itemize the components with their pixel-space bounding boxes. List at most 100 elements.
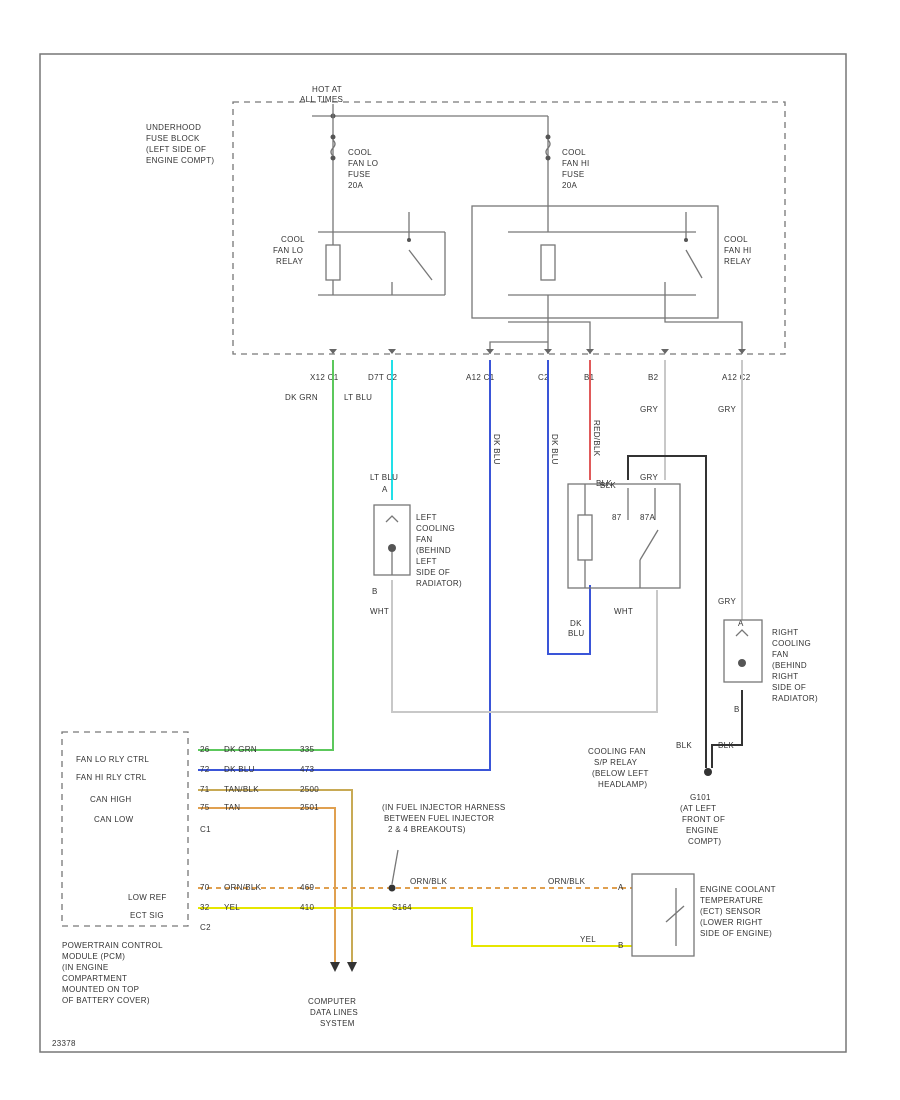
fuse-block-outline [232,101,786,355]
svg-text:GRY: GRY [640,405,658,414]
svg-text:20A: 20A [562,181,577,190]
svg-text:DK BLU: DK BLU [550,434,559,465]
svg-text:ORN/BLK: ORN/BLK [548,877,586,886]
svg-text:FAN LO: FAN LO [348,159,378,168]
svg-text:A12 C2: A12 C2 [722,373,751,382]
svg-text:(LOWER RIGHT: (LOWER RIGHT [700,918,763,927]
svg-text:LT BLU: LT BLU [370,473,398,482]
svg-text:COOLING FAN: COOLING FAN [588,747,646,756]
connector-labels: X12 C1 D7T C2 A12 C1 C2 B1 B2 A12 C2 [310,373,751,382]
svg-text:87A: 87A [640,513,655,522]
connector-markers [329,349,746,354]
svg-text:FAN LO: FAN LO [273,246,303,255]
data-link-label: COMPUTER DATA LINES SYSTEM [308,997,358,1028]
svg-text:BLK: BLK [600,481,616,490]
svg-text:DK: DK [570,619,582,628]
splice-leader [391,849,399,885]
svg-text:RIGHT: RIGHT [772,628,798,637]
ect-sensor [631,873,695,957]
svg-text:SIDE OF: SIDE OF [772,683,806,692]
svg-text:TAN: TAN [224,803,240,812]
ect-sensor-symbol [665,888,685,946]
svg-text:BLK: BLK [676,741,692,750]
svg-text:COOL: COOL [281,235,305,244]
power-feed-label: HOT AT ALL TIMES [300,85,343,104]
ect-sensor-pins: A B [618,883,624,950]
svg-text:SYSTEM: SYSTEM [320,1019,355,1028]
svg-text:(AT LEFT: (AT LEFT [680,804,716,813]
sp-relay-box [567,483,681,589]
svg-text:BLU: BLU [568,629,584,638]
svg-text:COMPARTMENT: COMPARTMENT [62,974,127,983]
hi-relay-to-c7 [664,318,743,354]
svg-text:WHT: WHT [370,607,389,616]
ground-label: G101 (AT LEFT FRONT OF ENGINE COMPT) [680,793,725,846]
svg-text:COOL: COOL [724,235,748,244]
svg-text:RIGHT: RIGHT [772,672,798,681]
svg-text:GRY: GRY [640,473,658,482]
svg-text:D7T C2: D7T C2 [368,373,397,382]
fuse-lo-bottom-dot [330,155,336,161]
svg-text:COMPT): COMPT) [688,837,721,846]
fan-hi-relay-box [471,205,719,319]
svg-text:RADIATOR): RADIATOR) [772,694,818,703]
splice-label: (IN FUEL INJECTOR HARNESS BETWEEN FUEL I… [382,803,596,944]
svg-text:ORN/BLK: ORN/BLK [410,877,448,886]
fuse-hi-top-dot [545,134,551,140]
svg-text:FRONT OF: FRONT OF [682,815,725,824]
svg-text:YEL: YEL [224,903,240,912]
pcm-rows: FAN LO RLY CTRL 26 DK GRN 335 FAN HI RLY… [76,745,319,932]
svg-text:FAN HI: FAN HI [724,246,752,255]
svg-text:TEMPERATURE: TEMPERATURE [700,896,763,905]
svg-text:RELAY: RELAY [724,257,752,266]
svg-text:YEL: YEL [580,935,596,944]
svg-text:FAN HI: FAN HI [562,159,590,168]
fuse-lo-top-dot [330,134,336,140]
fuse-hi-symbol [545,139,551,157]
svg-text:LEFT: LEFT [416,513,437,522]
svg-text:335: 335 [300,745,314,754]
can-low-wire [198,807,336,962]
svg-text:TAN/BLK: TAN/BLK [224,785,259,794]
svg-text:HOT AT: HOT AT [312,85,342,94]
svg-text:GRY: GRY [718,405,736,414]
svg-text:FAN LO RLY CTRL: FAN LO RLY CTRL [76,755,149,764]
svg-text:RADIATOR): RADIATOR) [416,579,462,588]
svg-text:UNDERHOOD: UNDERHOOD [146,123,201,132]
svg-text:OF BATTERY COVER): OF BATTERY COVER) [62,996,150,1005]
svg-text:ECT SIG: ECT SIG [130,911,164,920]
hi-relay-to-c5 [508,321,591,354]
svg-text:70: 70 [200,883,210,892]
svg-text:LT BLU: LT BLU [344,393,372,402]
right-cooling-fan [723,619,763,683]
svg-text:A: A [618,883,624,892]
pcm-box [61,731,189,927]
svg-text:(BEHIND: (BEHIND [416,546,451,555]
ect-sensor-label: ENGINE COOLANT TEMPERATURE (ECT) SENSOR … [700,885,775,938]
svg-text:B: B [372,587,378,596]
svg-text:71: 71 [200,785,210,794]
dk-blu-wire-sp [547,360,591,655]
svg-text:FUSE: FUSE [348,170,371,179]
fan-lo-relay-label: COOL FAN LO RELAY [273,235,305,266]
svg-text:B2: B2 [648,373,659,382]
fan-hi-fuse-label: COOL FAN HI FUSE 20A [562,148,590,190]
svg-text:LEFT: LEFT [416,557,437,566]
diagram-frame [39,53,847,1053]
blk-wire-sp [627,455,707,768]
svg-text:2 & 4 BREAKOUTS): 2 & 4 BREAKOUTS) [388,825,466,834]
svg-text:ENGINE: ENGINE [686,826,718,835]
svg-text:B: B [734,705,740,714]
svg-text:473: 473 [300,765,314,774]
svg-text:LOW REF: LOW REF [128,893,167,902]
svg-text:COOLING: COOLING [772,639,811,648]
wht-wire [391,580,658,713]
svg-text:BLK: BLK [718,741,734,750]
svg-text:MOUNTED ON TOP: MOUNTED ON TOP [62,985,139,994]
svg-text:DATA LINES: DATA LINES [310,1008,358,1017]
svg-text:GRY: GRY [718,597,736,606]
sp-relay-label: COOLING FAN S/P RELAY (BELOW LEFT HEADLA… [588,747,648,789]
can-high-wire [198,789,353,962]
svg-text:POWERTRAIN CONTROL: POWERTRAIN CONTROL [62,941,163,950]
